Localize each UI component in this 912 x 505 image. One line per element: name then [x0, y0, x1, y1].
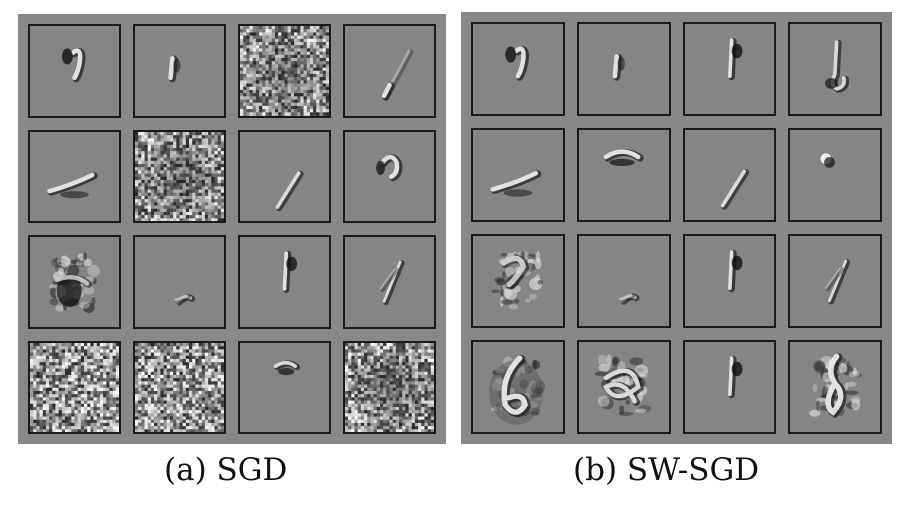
filter-image [490, 170, 542, 197]
filter-image [594, 354, 651, 416]
filter-image [489, 355, 546, 425]
filter-image [809, 353, 863, 419]
filter-image [612, 53, 625, 81]
filter-image [273, 359, 301, 375]
filter-tile-8 [343, 129, 436, 223]
filter-tile-11 [682, 234, 777, 328]
filter-tile-9 [471, 234, 565, 328]
caption-sgd: (a) SGD [164, 452, 288, 488]
filter-tile-14 [133, 340, 226, 434]
filter-tile-8 [788, 128, 882, 222]
filter-tile-10 [133, 235, 226, 329]
filter-grid-sw-sgd [471, 22, 882, 434]
filter-tile-16 [788, 340, 882, 434]
filter-image [62, 48, 86, 83]
filter-image [505, 46, 529, 81]
filter-tile-3 [682, 22, 777, 116]
panel-sw-sgd [461, 12, 892, 444]
filter-tile-2 [576, 22, 671, 116]
filter-image [275, 170, 304, 211]
filter-tile-15 [682, 340, 777, 434]
filter-image [282, 250, 297, 293]
filter-tile-2 [133, 24, 226, 118]
filter-tile-5 [28, 129, 121, 223]
filter-image [720, 169, 749, 210]
filter-tile-1 [28, 24, 121, 118]
filter-tile-6 [576, 128, 671, 222]
filter-tile-10 [576, 234, 671, 328]
filter-image [727, 37, 742, 81]
filter-tile-16 [343, 340, 436, 434]
filter-tile-14 [576, 340, 671, 434]
filter-tile-12 [343, 235, 436, 329]
filter-image [820, 153, 836, 168]
filter-image [618, 293, 640, 305]
filter-image [376, 153, 403, 181]
filter-image [135, 131, 224, 221]
filter-image [491, 250, 544, 310]
filter-image [381, 49, 414, 102]
filter-tile-7 [238, 129, 331, 223]
filter-tile-11 [238, 235, 331, 329]
filter-image [174, 294, 196, 306]
filter-image [135, 342, 224, 432]
filter-tile-1 [471, 22, 565, 116]
filter-image [379, 260, 405, 306]
filter-image [48, 252, 100, 314]
filter-tile-4 [788, 22, 882, 116]
filter-image [603, 148, 644, 166]
filter-image [727, 355, 742, 399]
filter-image [825, 259, 851, 305]
filter-tile-7 [682, 128, 777, 222]
filter-tile-13 [28, 340, 121, 434]
caption-sw-sgd: (b) SW-SGD [573, 452, 760, 488]
filter-tile-12 [788, 234, 882, 328]
filter-tile-5 [471, 128, 565, 222]
filter-tile-13 [471, 340, 565, 434]
filter-tile-3 [238, 24, 331, 118]
filter-image [727, 249, 742, 293]
filter-image [47, 171, 98, 198]
filter-image [240, 26, 329, 116]
filter-image [30, 342, 119, 432]
filter-grid-sgd [28, 24, 436, 434]
filter-tile-4 [343, 24, 436, 118]
filter-tile-6 [133, 129, 226, 223]
filter-image [345, 342, 434, 432]
filter-tile-9 [28, 235, 121, 329]
filter-tile-15 [238, 340, 331, 434]
filter-image [825, 39, 850, 94]
panel-sgd [18, 14, 446, 444]
filter-image [168, 55, 181, 83]
